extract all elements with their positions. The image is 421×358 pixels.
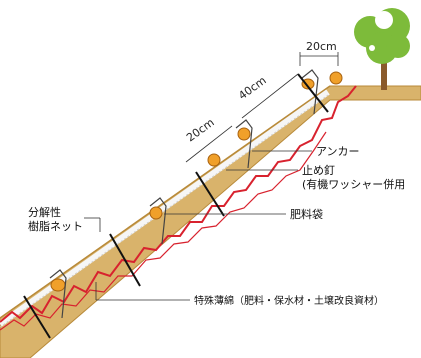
fertilizer-bag <box>207 153 221 167</box>
stop-nail <box>195 171 225 217</box>
resin-net <box>0 85 357 323</box>
stop-nail-label: 止め釘 <box>302 163 335 177</box>
net-label-line1: 分解性 <box>28 205 61 219</box>
stop-nail-note: (有機ワッシャー併用 <box>302 177 405 191</box>
anchor <box>49 269 67 319</box>
fertilizer-bag <box>50 278 66 292</box>
dimension-long-label: 40cm <box>236 74 269 103</box>
dimension-line-mid <box>185 125 233 163</box>
fertilizer-bag <box>149 206 163 220</box>
dimension-mid-label: 20cm <box>184 116 217 145</box>
dimension-line-long <box>241 73 299 119</box>
tree-icon <box>354 8 410 90</box>
mat-label: 特殊薄綿（肥料・保水材・土壌改良資材） <box>194 294 384 307</box>
resin-net-secondary <box>0 131 327 331</box>
mat-layer-edge <box>0 94 329 328</box>
anchor <box>149 197 167 245</box>
fertilizer-bags <box>50 71 343 292</box>
anchor-label: アンカー <box>316 145 360 158</box>
dimension-top-label: 20cm <box>306 40 337 53</box>
net-label-line2: 樹脂ネット <box>28 219 83 233</box>
stop-nail <box>297 73 329 113</box>
stop-nail <box>109 233 141 287</box>
stop-nail <box>23 295 51 339</box>
fertilizer-bag-label: 肥料袋 <box>290 207 323 221</box>
leader-lines <box>84 150 312 301</box>
stop-nails <box>23 73 329 339</box>
anchor <box>235 119 253 169</box>
slope-surface <box>0 85 331 319</box>
dimension-lines <box>185 52 339 163</box>
fertilizer-bag <box>237 127 251 141</box>
fertilizer-bag <box>329 71 343 85</box>
